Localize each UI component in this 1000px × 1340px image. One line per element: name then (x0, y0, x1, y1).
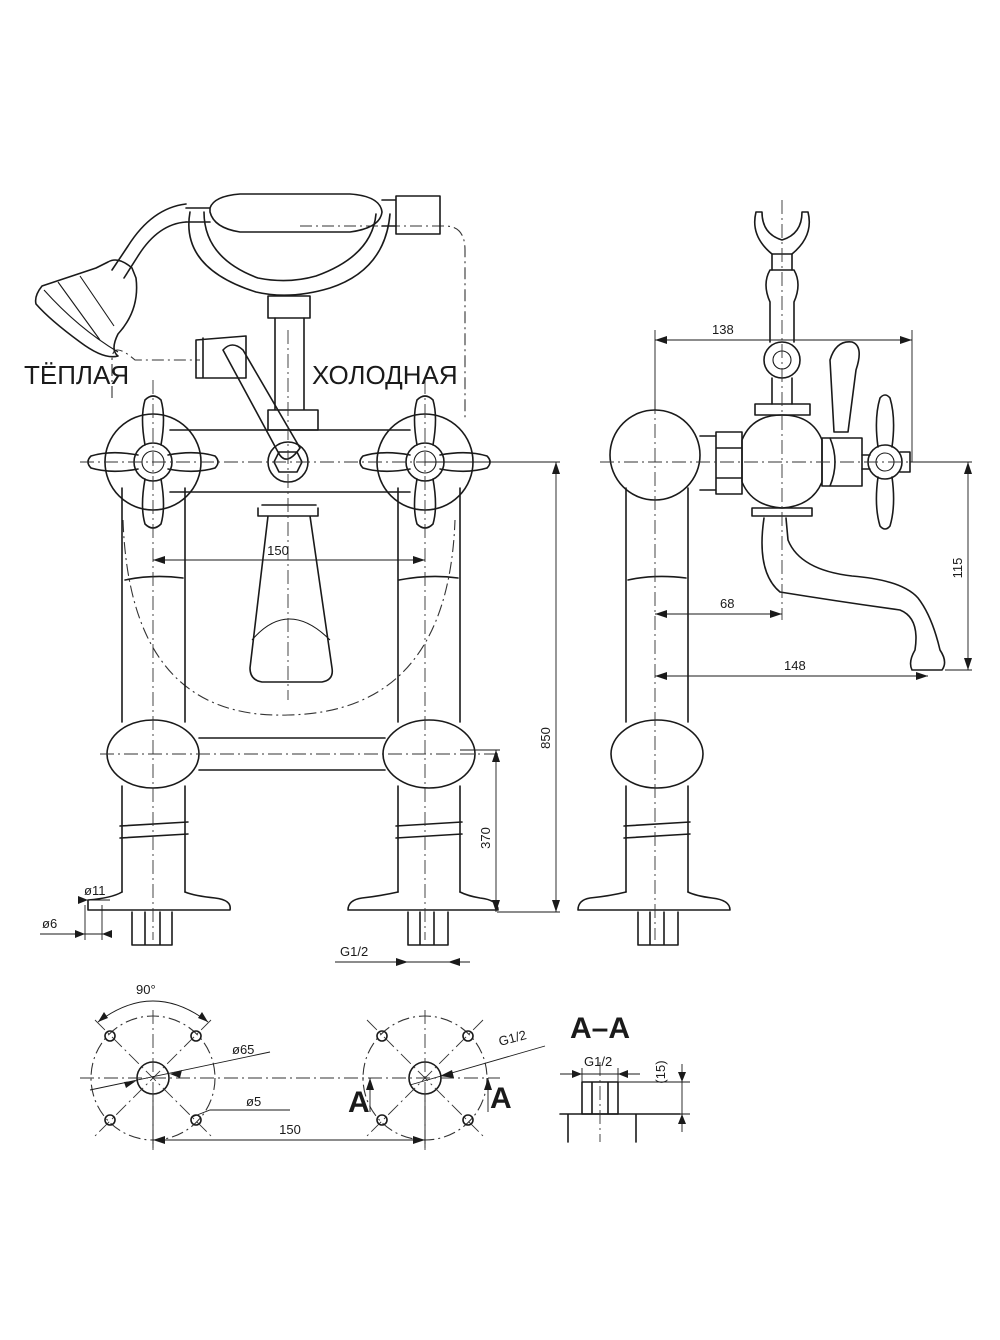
dim-hole-diameter: ø11 (84, 883, 105, 898)
dim-flange-diameter: ø65 (232, 1042, 254, 1057)
shower-hose (111, 203, 187, 279)
label-warm: ТЁПЛАЯ (24, 360, 129, 390)
side-spout (761, 517, 946, 671)
section-marker-left: A (348, 1086, 370, 1119)
swing-arc-upper (111, 225, 466, 420)
right-column (347, 487, 499, 946)
side-view: 138 68 148 115 (577, 200, 972, 946)
shower-head (34, 259, 138, 358)
dim-lower-height: 370 (478, 827, 493, 849)
section-title: A–A (570, 1012, 630, 1045)
dim-spout-height: 115 (950, 558, 965, 579)
dim-spout-reach: 148 (784, 658, 806, 673)
front-view: ТЁПЛАЯ ХОЛОДНАЯ 150 850 370 ø11 ø6 G1/2 (24, 193, 560, 966)
left-column (87, 487, 232, 946)
diverter-column (267, 317, 319, 431)
dim-section-depth: (15) (653, 1060, 668, 1083)
section-view: A–A G1/2 (15) (559, 1012, 690, 1143)
dim-front-spacing: 150 (267, 543, 289, 558)
dim-plan-spacing: 150 (279, 1122, 301, 1137)
side-cradle-fork (753, 211, 811, 255)
dim-side-width: 138 (712, 322, 734, 337)
dim-spout-offset: 68 (720, 596, 734, 611)
section-marker-right: A (490, 1082, 512, 1115)
crossbar (198, 737, 386, 771)
dim-plan-thread: G1/2 (497, 1027, 528, 1049)
spout (249, 507, 334, 683)
swing-arc-lower (122, 519, 456, 716)
shower-handle (209, 193, 383, 233)
plan-view: 90° ø65 ø5 150 G1/2 A A (80, 982, 546, 1150)
dim-inlet-thread: G1/2 (340, 944, 368, 959)
label-cold: ХОЛОДНАЯ (312, 360, 458, 390)
dim-angle: 90° (136, 982, 156, 997)
dim-section-thread: G1/2 (584, 1054, 612, 1069)
shower-cradle (188, 211, 391, 296)
dim-pin-diameter: ø6 (42, 916, 57, 931)
dim-total-height: 850 (538, 727, 553, 749)
dim-screw-diameter: ø5 (246, 1094, 261, 1109)
